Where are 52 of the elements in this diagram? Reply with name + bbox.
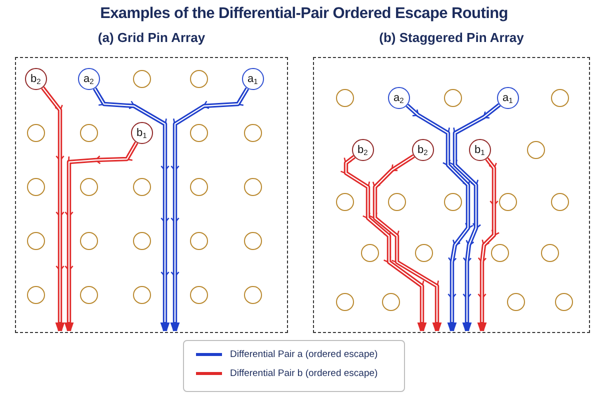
diagram-title: Examples of the Differential-Pair Ordered Escape Routing [99, 4, 509, 24]
pin-circle [382, 292, 400, 311]
legend-text: Differential Pair b (ordered escape) [230, 367, 378, 381]
pin-circle [244, 232, 262, 250]
pin-circle [336, 88, 354, 107]
labeled-pin: a$_{1}$ [242, 68, 264, 90]
labeled-pin: b$_{2}$ [24, 68, 47, 90]
pin-circle [132, 232, 151, 250]
pin-circle [80, 286, 98, 304]
pin-circle [414, 244, 433, 262]
pin-circle [80, 232, 98, 250]
pin-circle [336, 292, 354, 311]
labeled-pin: b$_{1}$ [130, 122, 153, 144]
pin-circle [244, 124, 262, 142]
panel-heading: (a) Grid Pin Array [96, 29, 206, 46]
pin-circle [190, 70, 208, 88]
labeled-pin: a$_{2}$ [78, 68, 100, 90]
pin-circle [498, 192, 517, 211]
pin-circle [26, 178, 45, 196]
pin-circle [190, 178, 208, 196]
pin-circle [550, 88, 569, 107]
pin-circle [26, 124, 45, 142]
pin-circle [132, 286, 151, 304]
labeled-pin: b$_{1}$ [468, 138, 491, 161]
pin-circle [190, 232, 208, 250]
pin-circle [550, 192, 569, 211]
labeled-pin: a$_{2}$ [388, 86, 410, 109]
pin-circle [190, 124, 208, 142]
pin-circle [490, 244, 509, 262]
pin-circle [80, 178, 98, 196]
pin-circle [336, 192, 354, 211]
pin-circle [132, 70, 151, 88]
pin-circle [506, 292, 525, 311]
pin-circle [244, 286, 262, 304]
pin-circle [526, 140, 545, 159]
pin-circle [26, 232, 45, 250]
legend-text: Differential Pair a (ordered escape) [230, 348, 378, 362]
labeled-pin: b$_{2}$ [352, 138, 374, 161]
pin-circle [26, 286, 45, 304]
panel-heading: (b) Staggered Pin Array [378, 29, 525, 46]
pin-circle [190, 286, 208, 304]
pin-circle [554, 292, 573, 311]
pin-circle [444, 88, 462, 107]
pin-circle [244, 178, 262, 196]
pin-circle [360, 244, 379, 262]
pin-circle [132, 178, 151, 196]
pin-circle [80, 124, 98, 142]
pin-circle [388, 192, 406, 211]
pin-circle [444, 192, 462, 211]
pin-circle [540, 244, 559, 262]
labeled-pin: b$_{2}$ [412, 138, 434, 161]
labeled-pin: a$_{1}$ [496, 86, 519, 109]
